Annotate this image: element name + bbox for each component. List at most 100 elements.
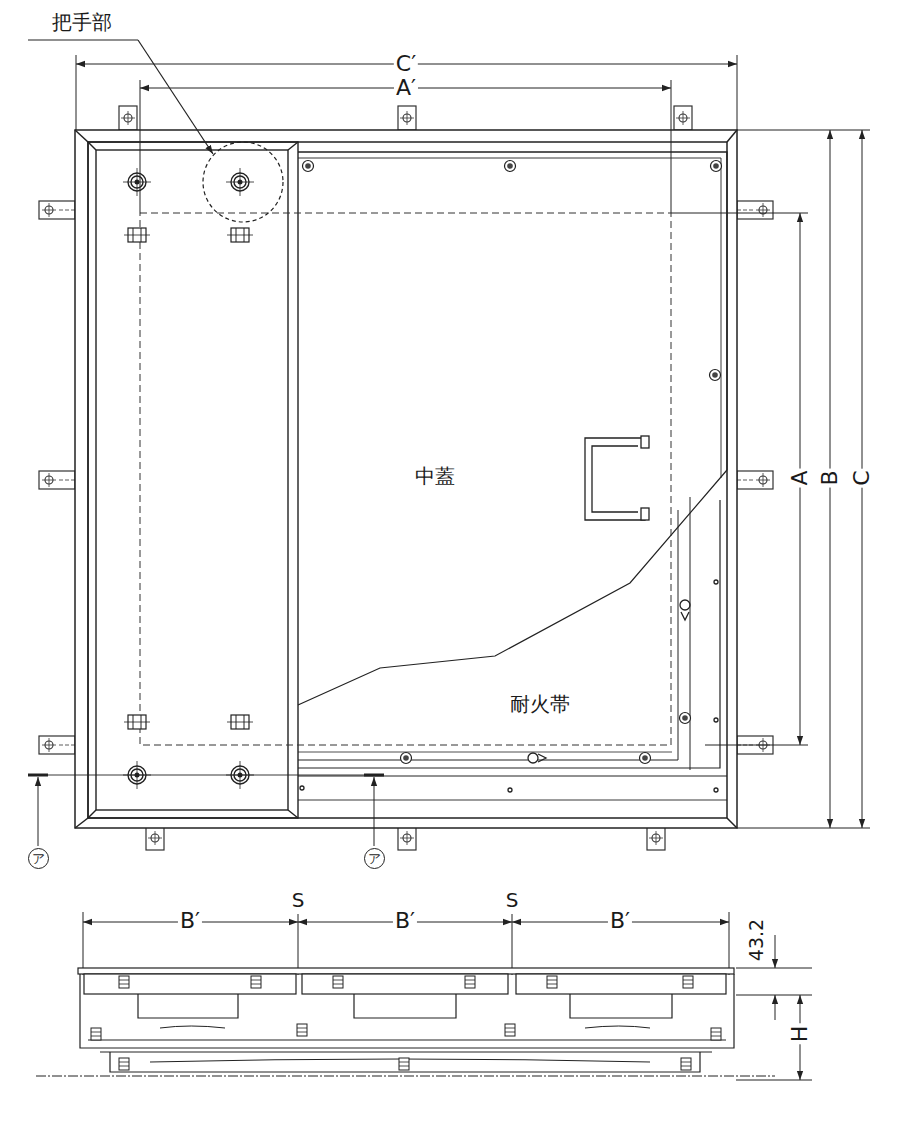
anchor-tabs [398, 826, 416, 850]
outer-frame [727, 130, 737, 142]
anchor-tabs [119, 106, 137, 130]
section-view [84, 974, 296, 994]
section-dimensions [775, 935, 776, 968]
section-fasteners [91, 1028, 101, 1040]
fasteners [710, 370, 721, 381]
section-mark [374, 777, 375, 846]
dimension-label: B′ [178, 908, 202, 933]
handle-leader [28, 40, 283, 222]
handle-strip [288, 810, 298, 818]
dimension-label: B′ [608, 908, 632, 933]
handle-leader [203, 142, 283, 222]
handle-strip [88, 142, 298, 818]
inner-lid [585, 438, 645, 520]
inner-lid [714, 580, 718, 584]
fasteners [711, 161, 722, 172]
inner-lid [298, 800, 727, 801]
outer-frame [75, 130, 737, 828]
section-marker: ア [28, 848, 49, 869]
inner-lid [298, 158, 721, 478]
inner-lid [298, 152, 727, 470]
dimension-label: A [787, 468, 812, 487]
inner-lid [298, 470, 727, 705]
fasteners [226, 168, 254, 196]
section-view [100, 1052, 712, 1053]
dimension-lines [76, 55, 870, 828]
dimension-lines [671, 213, 808, 214]
section-view [302, 974, 508, 994]
section-view [83, 912, 84, 975]
inner-lid [641, 436, 649, 448]
inner-lid [714, 718, 718, 722]
section-fasteners [119, 976, 129, 988]
fasteners [124, 715, 150, 729]
dimension-label: C [849, 468, 874, 487]
section-view [36, 912, 775, 1076]
section-view [729, 912, 730, 975]
fasteners [227, 228, 253, 242]
outer-frame [75, 130, 88, 142]
fasteners [640, 753, 651, 764]
outer-frame [75, 818, 88, 828]
dimension-lines [140, 80, 141, 213]
fasteners [303, 161, 314, 172]
anchor-tabs [737, 471, 773, 489]
anchor-tabs [146, 826, 164, 850]
dimension-label: B [817, 468, 842, 487]
dimension-lines [705, 745, 808, 746]
dimension-label: A′ [394, 75, 418, 100]
dimension-lines [737, 828, 870, 829]
handle-strip [88, 142, 298, 818]
outer-frame [88, 142, 727, 818]
fasteners [123, 161, 722, 790]
section-view [110, 1052, 700, 1072]
section-fasteners [91, 976, 721, 1070]
inner-lid [298, 510, 678, 760]
dimension-label: S [290, 889, 307, 912]
dimension-lines [737, 130, 870, 131]
section-marker-text: ア [32, 852, 45, 865]
part-label: 耐火帯 [508, 693, 572, 716]
part-label: 中蓋 [413, 465, 457, 488]
section-view [138, 994, 238, 1018]
dimension-label: 43.2 [746, 917, 768, 963]
section-mark [28, 774, 48, 777]
dimension-label: H [787, 1024, 812, 1045]
section-fasteners [297, 1024, 307, 1036]
opening-outline [140, 213, 671, 745]
section-marker-text: ア [368, 852, 381, 865]
handle-strip [288, 142, 298, 150]
section-view [160, 1026, 650, 1028]
section-view [298, 914, 299, 975]
inner-lid [538, 754, 546, 762]
section-fasteners [119, 1058, 129, 1070]
fasteners [401, 753, 412, 764]
dimension-lines [671, 80, 672, 213]
section-fasteners [333, 976, 343, 988]
fasteners [124, 228, 150, 242]
dimension-lines [737, 55, 738, 130]
anchor-tabs [674, 106, 692, 130]
outer-frame [727, 818, 737, 828]
section-fasteners [399, 1058, 409, 1070]
section-view [88, 1040, 726, 1041]
outer-frame [75, 130, 737, 828]
section-fasteners [505, 1024, 515, 1036]
inner-lid [508, 788, 512, 792]
inner-lid [641, 508, 649, 520]
section-fasteners [251, 976, 261, 988]
section-view [354, 994, 456, 1018]
dimension-label: C′ [394, 51, 418, 76]
inner-lid [680, 600, 690, 610]
dimension-label: B′ [393, 908, 417, 933]
section-fasteners [681, 1058, 691, 1070]
fasteners [227, 715, 253, 729]
section-fasteners [465, 976, 475, 988]
part-label: 把手部 [50, 11, 114, 34]
inner-lid [298, 752, 672, 753]
inner-lid [528, 753, 538, 763]
dimension-label: S [504, 889, 521, 912]
fasteners [505, 161, 516, 172]
